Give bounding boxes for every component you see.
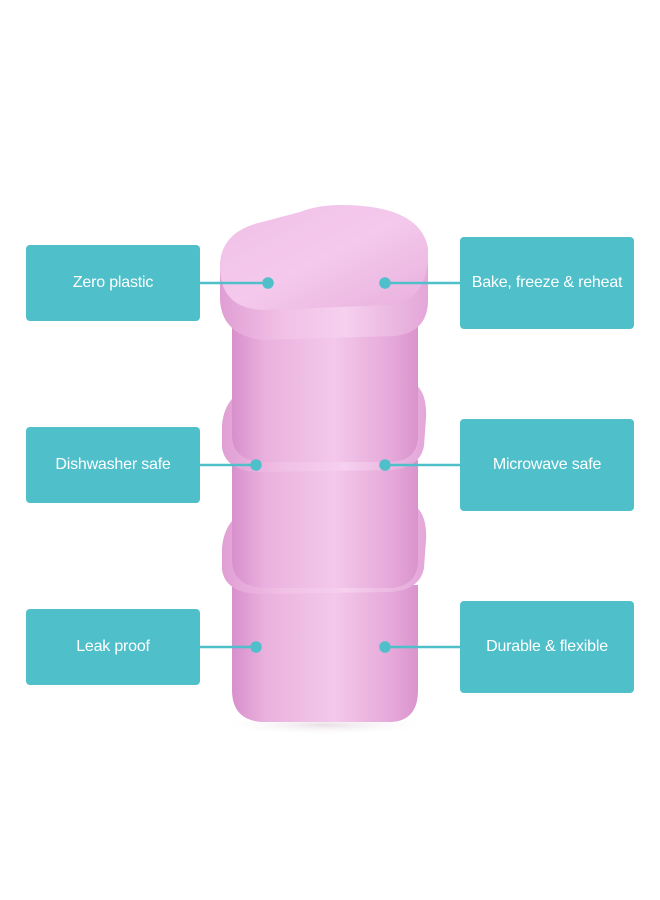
feature-durable-flexible-text: Durable & flexible (486, 638, 608, 655)
feature-microwave-safe: Microwave safe (460, 419, 634, 511)
feature-zero-plastic-text: Zero plastic (72, 274, 154, 291)
dot-dishwasher (250, 459, 262, 471)
feature-durable-flexible: Durable & flexible (460, 601, 634, 693)
feature-dishwasher-safe-text: Dishwasher safe (55, 456, 171, 473)
feature-leak-proof-text: Leak proof (76, 638, 150, 655)
dot-leak (250, 641, 262, 653)
dot-bake (379, 277, 391, 289)
feature-microwave-safe-text: Microwave safe (492, 456, 602, 473)
feature-dishwasher-safe: Dishwasher safe (26, 427, 200, 503)
dot-zero-plastic (262, 277, 274, 289)
dot-durable (379, 641, 391, 653)
dot-microwave (379, 459, 391, 471)
feature-bake-freeze-reheat-text: Bake, freeze & reheat (471, 274, 623, 291)
feature-bake-freeze-reheat: Bake, freeze & reheat (460, 237, 634, 329)
feature-zero-plastic: Zero plastic (26, 245, 200, 321)
feature-leak-proof: Leak proof (26, 609, 200, 685)
